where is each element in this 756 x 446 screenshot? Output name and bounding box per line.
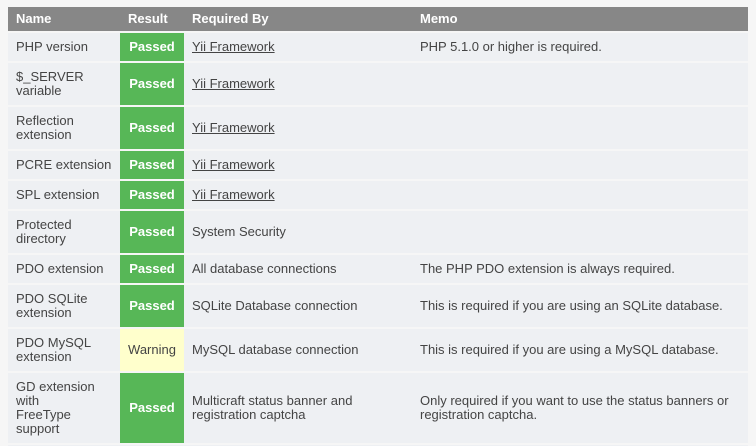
memo-cell: Only required if you want to use the sta… (412, 373, 748, 443)
required-by-cell: SQLite Database connection (184, 285, 412, 327)
result-cell: Passed (120, 373, 184, 443)
required-by-cell: MySQL database connection (184, 329, 412, 371)
requirements-table: Name Result Required By Memo PHP version… (8, 5, 748, 446)
required-by-cell: Yii Framework (184, 151, 412, 179)
result-cell: Passed (120, 211, 184, 253)
required-by-link[interactable]: Yii Framework (192, 187, 275, 202)
memo-cell (412, 211, 748, 253)
result-cell: Passed (120, 33, 184, 61)
memo-cell (412, 181, 748, 209)
result-cell: Passed (120, 181, 184, 209)
header-row: Name Result Required By Memo (8, 7, 748, 31)
required-by-cell: Multicraft status banner and registratio… (184, 373, 412, 443)
required-by-link[interactable]: Yii Framework (192, 76, 275, 91)
required-by-cell: All database connections (184, 255, 412, 283)
required-by-cell: Yii Framework (184, 63, 412, 105)
memo-cell: PHP 5.1.0 or higher is required. (412, 33, 748, 61)
name-cell: PDO SQLite extension (8, 285, 120, 327)
result-cell: Passed (120, 107, 184, 149)
name-cell: PDO MySQL extension (8, 329, 120, 371)
name-cell: PCRE extension (8, 151, 120, 179)
memo-cell (412, 107, 748, 149)
required-by-cell: Yii Framework (184, 33, 412, 61)
column-header-memo: Memo (412, 7, 748, 31)
column-header-name: Name (8, 7, 120, 31)
name-cell: SPL extension (8, 181, 120, 209)
required-by-cell: Yii Framework (184, 181, 412, 209)
result-cell: Passed (120, 285, 184, 327)
result-cell: Warning (120, 329, 184, 371)
name-cell: Protected directory (8, 211, 120, 253)
column-header-required-by: Required By (184, 7, 412, 31)
result-cell: Passed (120, 63, 184, 105)
memo-cell: This is required if you are using an SQL… (412, 285, 748, 327)
required-by-cell: Yii Framework (184, 107, 412, 149)
required-by-link[interactable]: Yii Framework (192, 157, 275, 172)
result-cell: Passed (120, 255, 184, 283)
name-cell: Reflection extension (8, 107, 120, 149)
name-cell: PDO extension (8, 255, 120, 283)
column-header-result: Result (120, 7, 184, 31)
name-cell: PHP version (8, 33, 120, 61)
required-by-cell: System Security (184, 211, 412, 253)
name-cell: GD extension with FreeType support (8, 373, 120, 443)
required-by-link[interactable]: Yii Framework (192, 39, 275, 54)
required-by-link[interactable]: Yii Framework (192, 120, 275, 135)
result-cell: Passed (120, 151, 184, 179)
memo-cell (412, 63, 748, 105)
memo-cell: This is required if you are using a MySQ… (412, 329, 748, 371)
memo-cell: The PHP PDO extension is always required… (412, 255, 748, 283)
name-cell: $_SERVER variable (8, 63, 120, 105)
memo-cell (412, 151, 748, 179)
requirements-table-header: Name Result Required By Memo (8, 7, 748, 31)
